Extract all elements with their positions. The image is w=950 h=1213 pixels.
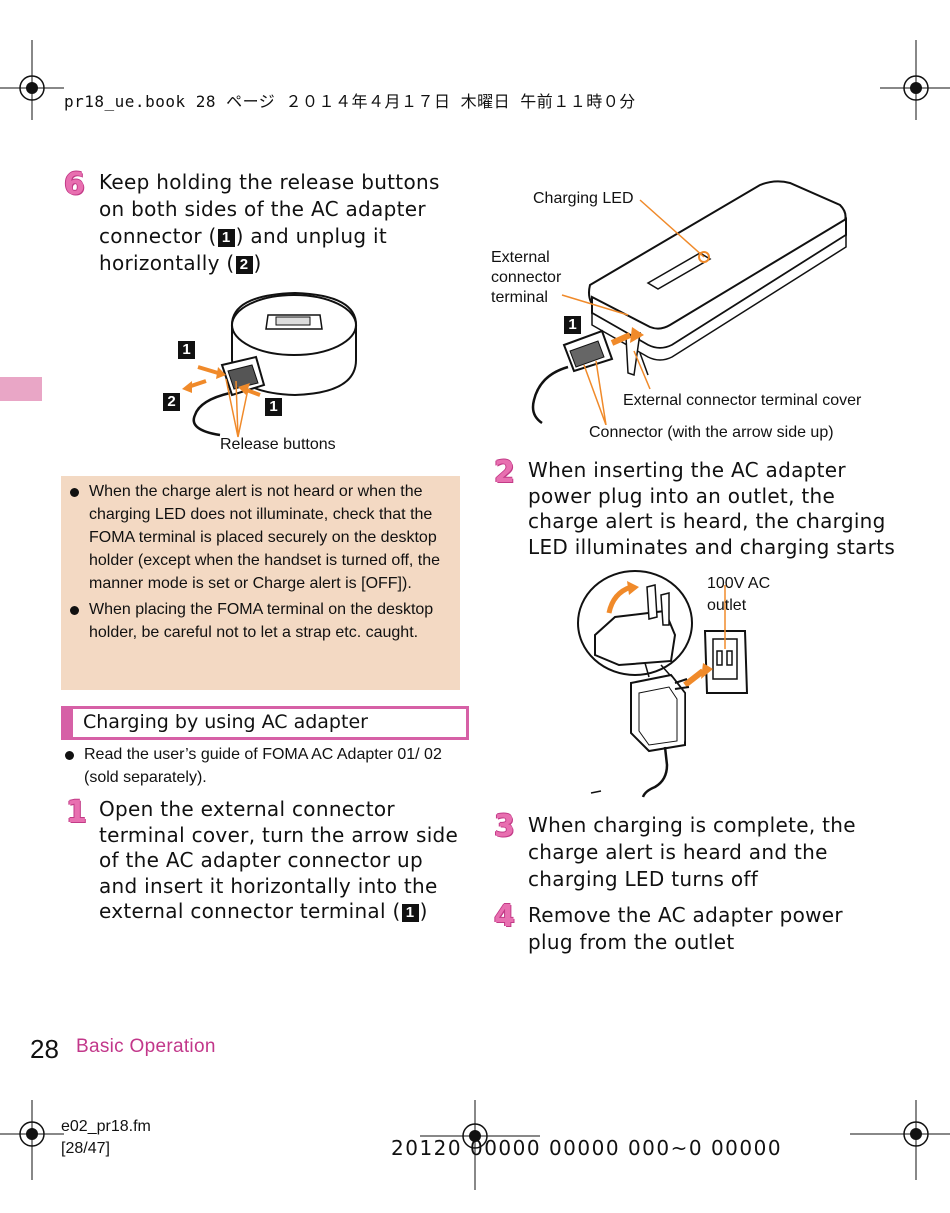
number-marker: 1 bbox=[217, 229, 235, 247]
step-line: on both sides of the AC adapter bbox=[99, 197, 426, 221]
number-marker: 1 bbox=[401, 904, 419, 922]
note-item: When placing the FOMA terminal on the de… bbox=[69, 598, 453, 644]
step-instruction: When charging is complete, the charge al… bbox=[528, 812, 898, 893]
step-line: plug from the outlet bbox=[528, 930, 735, 954]
label-line: 100V AC bbox=[707, 575, 771, 592]
step-line: external connector terminal (1) bbox=[99, 899, 464, 925]
page-number: 28 bbox=[30, 1034, 59, 1064]
step-instruction: Open the external connector terminal cov… bbox=[99, 797, 464, 925]
step-number: 6 bbox=[64, 167, 85, 202]
label-line: outlet bbox=[707, 597, 747, 614]
footer-section-name: Basic Operation bbox=[76, 1036, 216, 1057]
outlet-label: 100V AC outlet bbox=[707, 573, 770, 617]
label-line: terminal bbox=[491, 289, 548, 306]
step-line-text: horizontally ( bbox=[99, 251, 235, 275]
footer-code: 20120 00000 00000 000~0 00000 bbox=[391, 1136, 783, 1160]
step-line: of the AC adapter connector up bbox=[99, 848, 424, 872]
step-line-text: connector ( bbox=[99, 224, 217, 248]
number-marker: 2 bbox=[235, 256, 253, 274]
label-line: External bbox=[491, 249, 550, 266]
step-line: charge alert is heard, the charging bbox=[528, 509, 886, 533]
release-buttons-label: Release buttons bbox=[220, 436, 336, 453]
section-title: Charging by using AC adapter bbox=[83, 711, 368, 733]
note-box: When the charge alert is not heard or wh… bbox=[61, 476, 460, 690]
charging-led-label: Charging LED bbox=[533, 190, 634, 207]
print-header: pr18_ue.book 28 ページ ２０１４年４月１７日 木曜日 午前１１時… bbox=[64, 92, 636, 111]
number-marker: 1 bbox=[178, 341, 195, 359]
step-instruction: When inserting the AC adapter power plug… bbox=[528, 458, 898, 560]
step-line: Keep holding the release buttons bbox=[99, 170, 440, 194]
step-line: LED illuminates and charging starts bbox=[528, 534, 896, 559]
step-instruction: Keep holding the release buttons on both… bbox=[99, 169, 459, 277]
step-line-text: ) and unplug it bbox=[235, 224, 388, 248]
step-line: and insert it horizontally into the bbox=[99, 873, 438, 898]
number-marker: 1 bbox=[265, 398, 282, 416]
step-line: connector (1) and unplug it bbox=[99, 223, 459, 250]
step-line: When charging is complete, the bbox=[528, 813, 856, 837]
section-thumb-tab bbox=[0, 377, 42, 401]
step-line: charging LED turns off bbox=[528, 867, 759, 891]
step-line-text: external connector terminal ( bbox=[99, 899, 401, 923]
step-line: charge alert is heard and the bbox=[528, 840, 828, 864]
step-line: terminal cover, turn the arrow side bbox=[99, 822, 459, 847]
step-line-text: ) bbox=[253, 251, 262, 275]
step-number: 2 bbox=[494, 455, 515, 490]
ac-outlet-illustration bbox=[577, 570, 749, 798]
step-number: 4 bbox=[494, 899, 515, 934]
registration-mark-bottom-right bbox=[850, 1100, 950, 1180]
step-number: 1 bbox=[66, 795, 87, 830]
registration-mark-top-right bbox=[880, 40, 950, 120]
file-pages: [28/47] bbox=[61, 1140, 110, 1157]
phone-connector-illustration bbox=[531, 180, 847, 425]
desktop-holder-illustration bbox=[182, 291, 358, 438]
terminal-cover-label: External connector terminal cover bbox=[623, 392, 862, 409]
registration-mark-bottom-center bbox=[420, 1100, 540, 1190]
note-list: When the charge alert is not heard or wh… bbox=[69, 480, 453, 647]
section-heading: Charging by using AC adapter bbox=[61, 706, 469, 740]
file-name: e02_pr18.fm bbox=[61, 1118, 151, 1135]
step-number: 3 bbox=[494, 809, 515, 844]
number-marker: 1 bbox=[564, 316, 581, 334]
registration-mark-top-left bbox=[0, 40, 64, 120]
step-line: horizontally (2) bbox=[99, 250, 459, 277]
footer-file-info: e02_pr18.fm [28/47] bbox=[61, 1116, 151, 1160]
section-bullet: Read the user’s guide of FOMA AC Adapter… bbox=[64, 743, 480, 789]
external-connector-terminal-label: External connector terminal bbox=[491, 248, 561, 308]
step-line: Remove the AC adapter power bbox=[528, 903, 843, 927]
label-line: connector bbox=[491, 269, 562, 286]
number-marker: 2 bbox=[163, 393, 180, 411]
note-item: When the charge alert is not heard or wh… bbox=[69, 480, 453, 595]
registration-mark-bottom-left bbox=[0, 1100, 64, 1180]
step-line: Open the external connector bbox=[99, 797, 395, 821]
step-instruction: Remove the AC adapter power plug from th… bbox=[528, 902, 898, 956]
step-line-text: ) bbox=[419, 899, 428, 923]
step-line: When inserting the AC adapter bbox=[528, 458, 846, 482]
step-line: power plug into an outlet, the bbox=[528, 483, 836, 508]
connector-label: Connector (with the arrow side up) bbox=[589, 424, 834, 441]
